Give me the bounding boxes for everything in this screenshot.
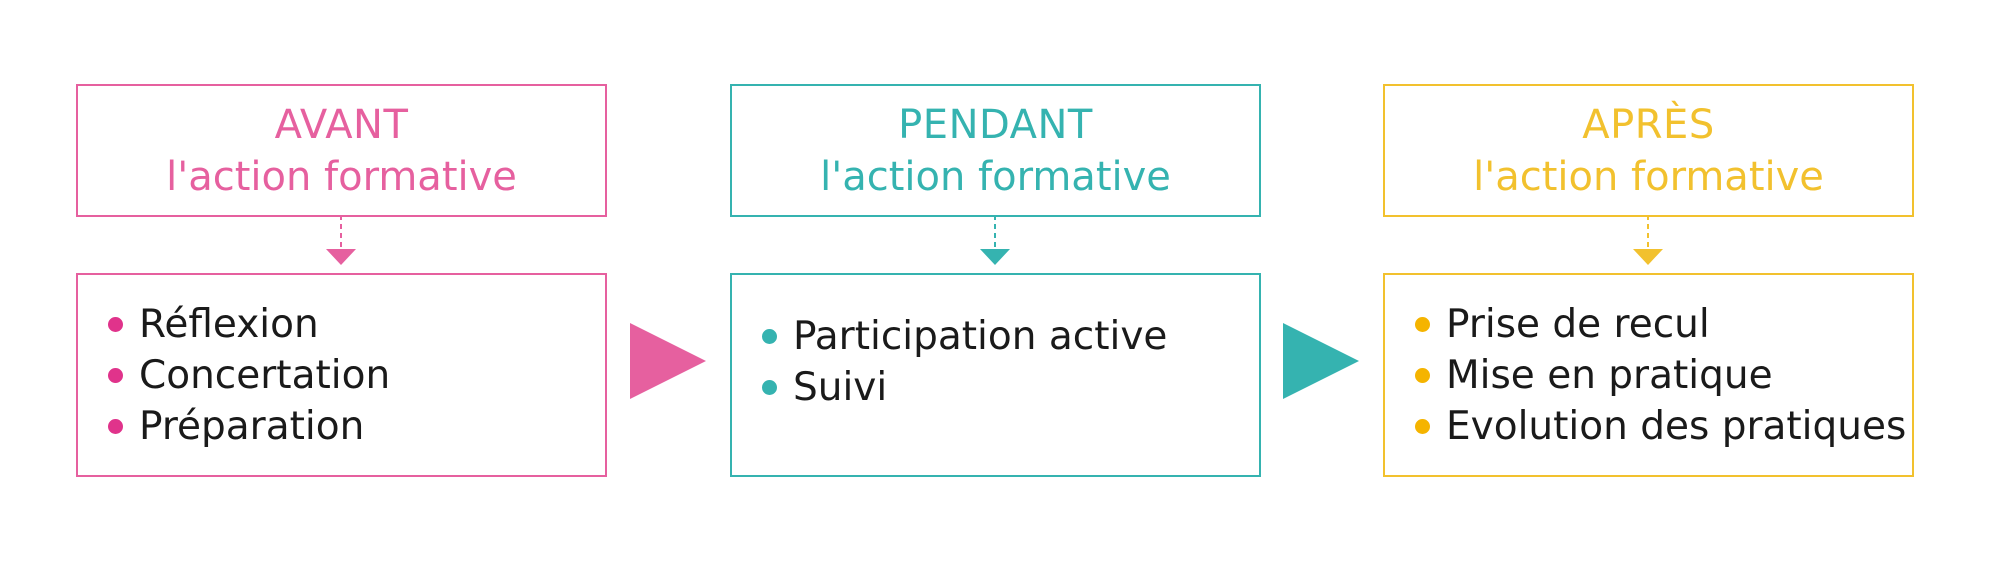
bullet-dot: [108, 316, 123, 332]
list-item: Concertation: [108, 350, 605, 401]
stage-apres-content: Prise de recul Mise en pratique Evolutio…: [1383, 273, 1914, 477]
bullet-dot: [1415, 316, 1430, 332]
stage-avant-header: AVANT l'action formative: [76, 84, 607, 217]
bullet-dot: [108, 367, 123, 383]
right-arrow-icon: [1283, 323, 1359, 399]
bullet-dot: [762, 329, 777, 344]
list-item-label: Evolution des pratiques: [1446, 403, 1907, 449]
dashed-down-arrow-icon: [980, 215, 1010, 265]
stage-pendant-header: PENDANT l'action formative: [730, 84, 1261, 217]
stage-apres: APRÈS l'action formative Prise de recul …: [1383, 0, 1914, 573]
list-item: Réflexion: [108, 299, 605, 350]
right-arrow-icon: [630, 323, 706, 399]
stage-avant-content: Réflexion Concertation Préparation: [76, 273, 607, 477]
list-item-label: Participation active: [793, 314, 1168, 359]
list-item-label: Mise en pratique: [1446, 352, 1773, 398]
list-item: Mise en pratique: [1415, 350, 1912, 401]
dashed-down-arrow-icon: [326, 215, 356, 265]
stage-subtitle: l'action formative: [166, 153, 517, 200]
list-item: Participation active: [762, 311, 1259, 362]
stage-avant: AVANT l'action formative Réflexion Conce…: [76, 0, 607, 573]
list-item-label: Prise de recul: [1446, 301, 1710, 347]
item-list: Prise de recul Mise en pratique Evolutio…: [1385, 299, 1912, 452]
dashed-down-arrow-icon: [1633, 215, 1663, 265]
stage-title: APRÈS: [1582, 101, 1715, 148]
list-item-label: Concertation: [139, 352, 391, 398]
item-list: Réflexion Concertation Préparation: [78, 299, 605, 452]
bullet-dot: [1415, 367, 1430, 383]
stage-pendant-content: Participation active Suivi: [730, 273, 1261, 477]
stage-title: AVANT: [274, 101, 409, 148]
stage-title: PENDANT: [898, 101, 1093, 148]
list-item: Evolution des pratiques: [1415, 401, 1912, 452]
stage-apres-header: APRÈS l'action formative: [1383, 84, 1914, 217]
list-item: Préparation: [108, 401, 605, 452]
stage-subtitle: l'action formative: [1473, 153, 1824, 200]
bullet-dot: [108, 418, 123, 434]
bullet-dot: [762, 380, 777, 395]
bullet-dot: [1415, 418, 1430, 434]
item-list: Participation active Suivi: [732, 311, 1259, 413]
list-item-label: Suivi: [793, 365, 888, 410]
stage-pendant: PENDANT l'action formative Participation…: [730, 0, 1261, 573]
list-item: Suivi: [762, 362, 1259, 413]
list-item-label: Préparation: [139, 403, 365, 449]
list-item: Prise de recul: [1415, 299, 1912, 350]
list-item-label: Réflexion: [139, 301, 319, 347]
stage-subtitle: l'action formative: [820, 153, 1171, 200]
